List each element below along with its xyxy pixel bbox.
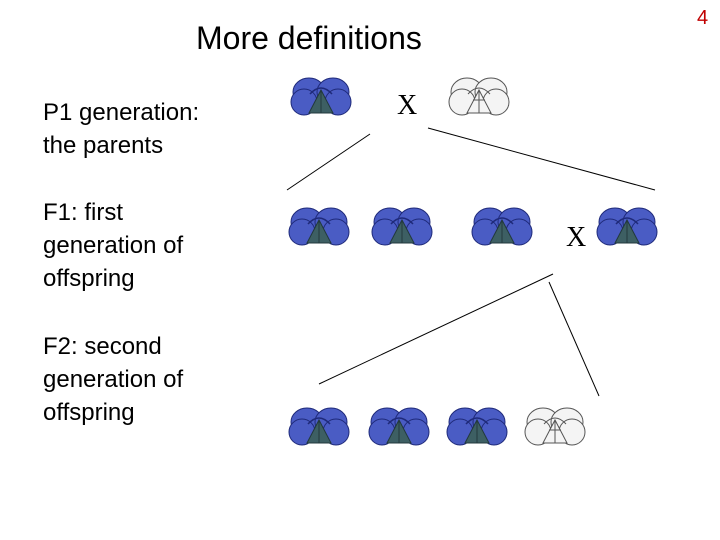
pea-flowers (288, 77, 658, 446)
slide-number: 4 (697, 7, 709, 29)
f1-purple-flower-icon (371, 207, 433, 246)
cross-lines (286, 127, 656, 397)
line-f1-right (548, 281, 600, 397)
cross-symbol-f1: X (566, 222, 586, 253)
cross-symbol-p1: X (397, 90, 417, 121)
line-f1-left (318, 273, 554, 385)
f1-purple-flower-icon (471, 207, 533, 246)
f1-purple-flower-icon (288, 207, 350, 246)
definition-p1: P1 generation: the parents (43, 99, 200, 159)
slide-title: More definitions (196, 20, 422, 56)
f2-purple-flower-icon (446, 407, 508, 446)
f1-purple-flower-icon (596, 207, 658, 246)
cross-diagram-svg: .fp-petal{fill:#4a5cc4;stroke:#1f2a7a;st… (286, 77, 658, 446)
f2-white-flower-icon (524, 407, 586, 446)
p1-purple-flower-icon (290, 77, 352, 116)
definition-f1: F1: first generation of offspring (43, 199, 184, 292)
f2-purple-flower-icon (368, 407, 430, 446)
definition-f2: F2: second generation of offspring (43, 333, 184, 426)
line-p1-left (286, 133, 371, 191)
pea-flower-cross-diagram: .fp-petal{fill:#4a5cc4;stroke:#1f2a7a;st… (283, 66, 665, 462)
line-p1-right (427, 127, 656, 191)
f2-purple-flower-icon (288, 407, 350, 446)
p1-white-flower-icon (448, 77, 510, 116)
